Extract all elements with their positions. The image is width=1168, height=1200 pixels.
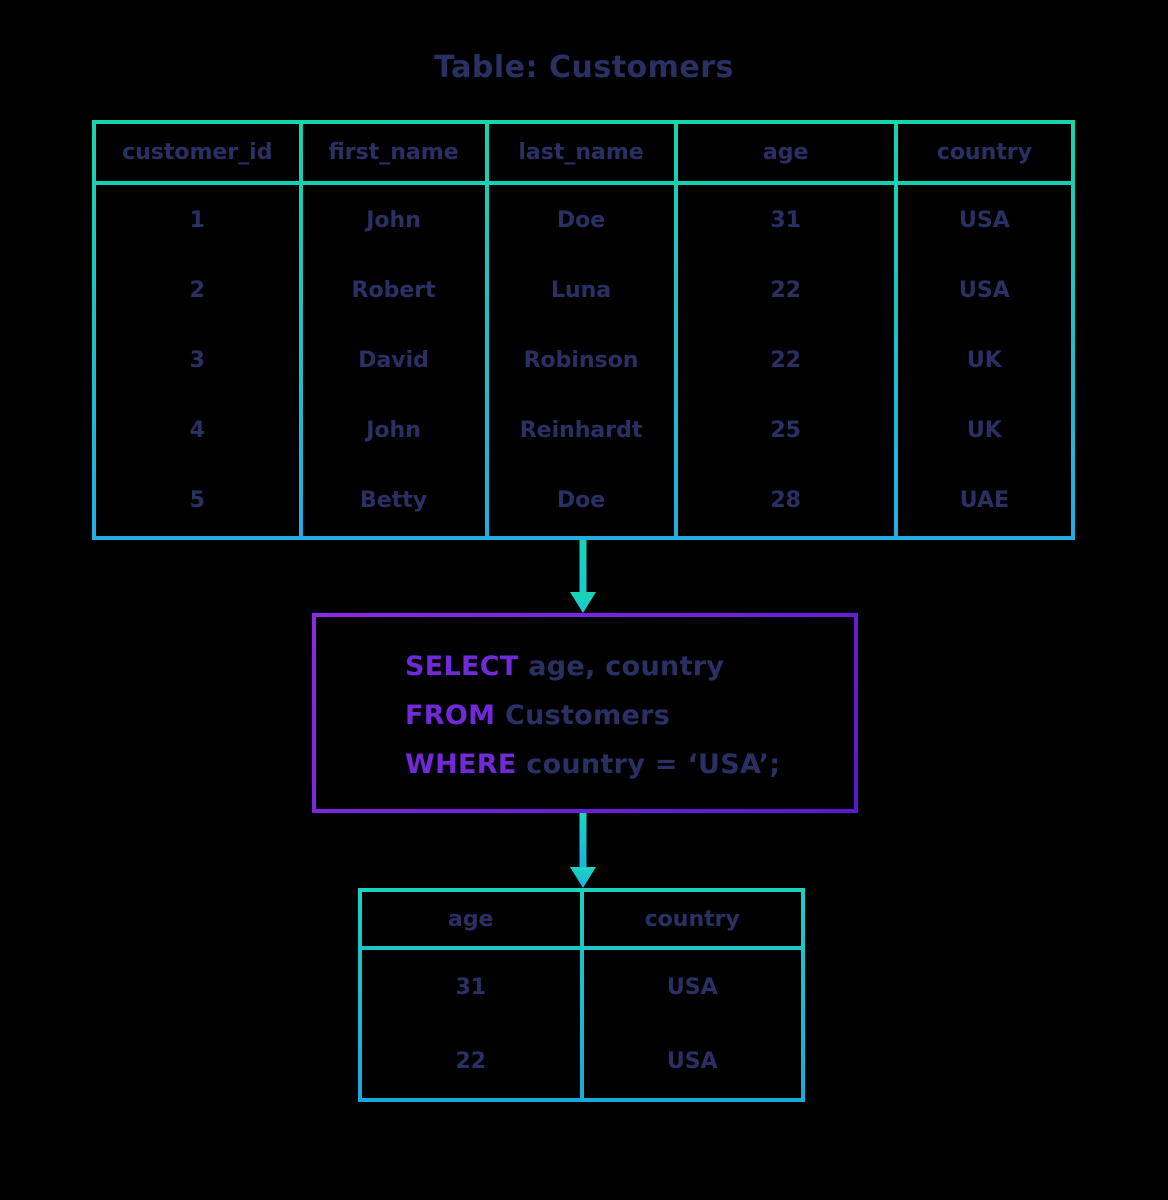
column-age: 31 22 22 25 28 xyxy=(677,185,894,536)
column-header-age: age xyxy=(677,124,894,181)
table-cell: 31 xyxy=(770,207,801,233)
result-table: age country 31 22 USA USA xyxy=(358,888,805,1102)
column-last-name: Doe Luna Robinson Reinhardt Doe xyxy=(488,185,674,536)
table-cell: 4 xyxy=(189,418,205,444)
table-cell: 25 xyxy=(770,418,801,444)
table-cell: UK xyxy=(966,418,1002,444)
column-header-country: country xyxy=(897,124,1071,181)
table-cell: 31 xyxy=(455,974,487,1000)
sql-query-box: SELECT age, country FROM Customers WHERE… xyxy=(312,613,858,813)
arrow-down-icon xyxy=(570,813,596,888)
result-column-country: USA USA xyxy=(583,950,801,1098)
result-column-age: 31 22 xyxy=(362,950,580,1098)
table-cell: Doe xyxy=(556,207,606,233)
table-cell: Luna xyxy=(550,277,612,303)
diagram-title: Table: Customers xyxy=(434,50,734,85)
table-cell: USA xyxy=(959,207,1010,233)
sql-line-where: WHERE country = ‘USA’; xyxy=(405,740,854,789)
table-cell: David xyxy=(358,348,429,373)
result-header-age: age xyxy=(362,892,580,946)
table-cell: 22 xyxy=(455,1048,487,1074)
column-header-last-name: last_name xyxy=(488,124,674,181)
table-cell: John xyxy=(366,207,421,233)
table-cell: USA xyxy=(666,1048,718,1074)
sql-line-rest: Customers xyxy=(495,700,671,731)
arrow-down-icon xyxy=(570,540,596,613)
table-cell: Robinson xyxy=(523,348,639,373)
sql-keyword: FROM xyxy=(405,700,496,731)
table-cell: USA xyxy=(959,277,1010,303)
sql-query-text: SELECT age, country FROM Customers WHERE… xyxy=(316,617,854,809)
customers-table: customer_id first_name last_name age cou… xyxy=(92,120,1075,540)
column-header-customer-id: customer_id xyxy=(96,124,299,181)
table-cell: 1 xyxy=(189,207,205,233)
table-cell: Betty xyxy=(360,488,428,514)
column-customer-id: 1 2 3 4 5 xyxy=(96,185,299,536)
table-cell: 22 xyxy=(770,277,801,303)
sql-keyword: WHERE xyxy=(405,749,517,780)
table-cell: 3 xyxy=(189,348,205,373)
column-first-name: John Robert David John Betty xyxy=(302,185,485,536)
sql-line-rest: country = ‘USA’; xyxy=(516,749,781,780)
result-header-country: country xyxy=(583,892,801,946)
sql-line-rest: age, country xyxy=(518,651,725,682)
table-cell: 28 xyxy=(770,488,801,514)
sql-line-from: FROM Customers xyxy=(405,691,854,740)
table-cell: 22 xyxy=(770,348,801,373)
table-cell: UK xyxy=(966,348,1002,373)
sql-keyword: SELECT xyxy=(405,651,519,682)
table-cell: John xyxy=(366,418,421,444)
table-cell: 5 xyxy=(189,488,205,514)
table-cell: 2 xyxy=(189,277,205,303)
table-cell: Robert xyxy=(351,277,436,303)
table-cell: UAE xyxy=(959,488,1009,514)
column-header-first-name: first_name xyxy=(302,124,485,181)
column-country: USA USA UK UK UAE xyxy=(897,185,1071,536)
table-cell: USA xyxy=(666,974,718,1000)
table-cell: Doe xyxy=(556,488,606,514)
table-cell: Reinhardt xyxy=(519,418,643,444)
sql-line-select: SELECT age, country xyxy=(405,642,854,691)
